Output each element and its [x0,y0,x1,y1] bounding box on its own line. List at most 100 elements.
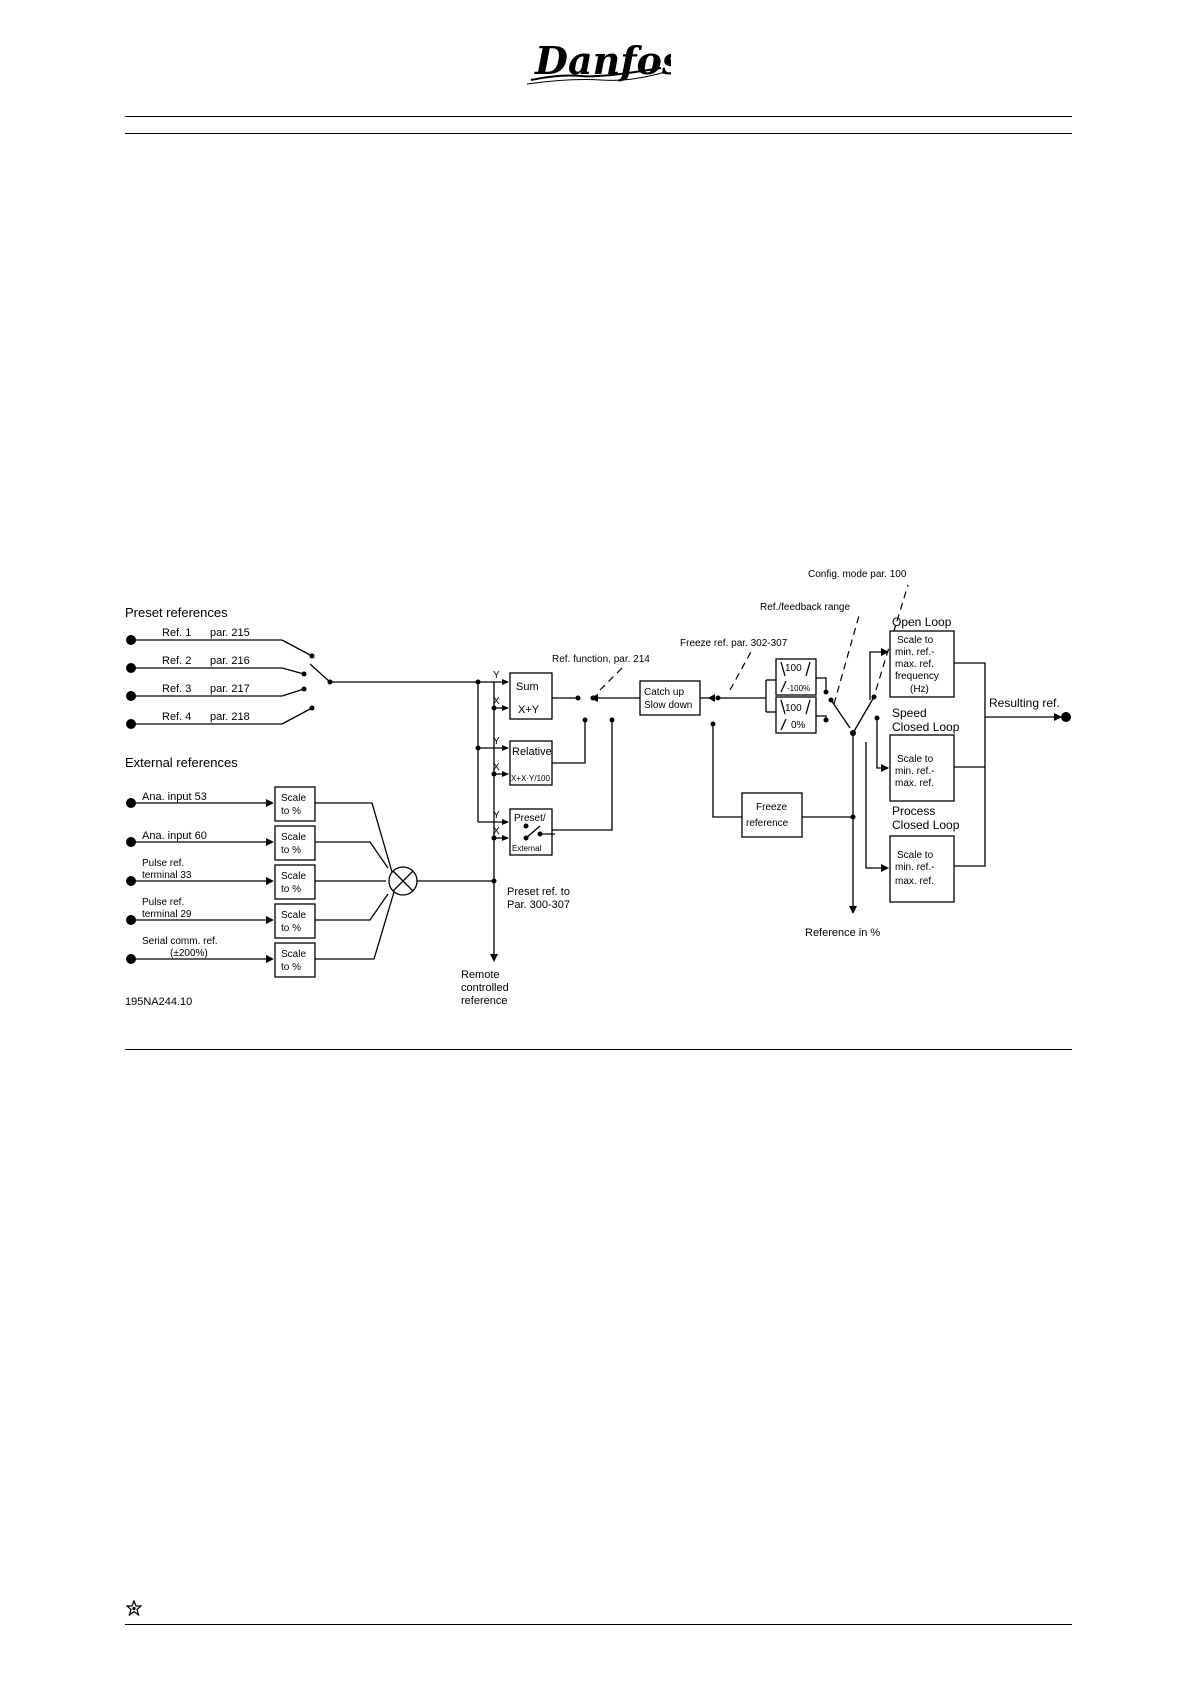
open-loop-block: Open Loop Scale to min. ref.- max. ref. … [889,615,955,698]
svg-text:X+Y: X+Y [518,704,540,716]
svg-text:Scale: Scale [281,832,306,843]
scale-to-junction-lines [315,802,395,960]
svg-text:Ref. 1: Ref. 1 [162,627,191,639]
freeze-reference-block: Freeze reference [741,792,853,838]
svg-text:to %: to % [281,884,301,895]
svg-text:-100%: -100% [787,684,810,693]
external-input-pulse-29: Pulse ref. terminal 29 [126,897,274,925]
scale-box-5: Scale to % [274,942,316,978]
remote-label-3: reference [461,995,507,1007]
svg-text:Sum: Sum [516,681,539,693]
svg-text:Scale to: Scale to [897,754,934,765]
preset-ref-to-label-1: Preset ref. to [507,886,570,898]
preset-ref-3: Ref. 3 par. 217 [126,683,307,701]
svg-text:Slow down: Slow down [644,700,692,711]
loop-feeds [865,648,889,872]
range-boxes: 100 -100% 100 0% [765,658,829,734]
svg-text:100: 100 [785,703,802,714]
svg-text:External: External [512,844,542,853]
speed-closed-loop-block: Speed Closed Loop Scale to min. ref.- ma… [889,706,960,802]
svg-text:min. ref.-: min. ref.- [895,862,934,873]
svg-text:Closed Loop: Closed Loop [892,818,960,832]
remote-label-1: Remote [461,969,500,981]
svg-text:min. ref.-: min. ref.- [895,766,934,777]
svg-text:Serial comm. ref.: Serial comm. ref. [142,936,218,947]
preset-references-title: Preset references [125,605,228,620]
svg-text:reference: reference [746,818,789,829]
footer-rule [125,1624,1072,1625]
svg-text:Preset/: Preset/ [514,813,546,824]
remote-label-2: controlled [461,982,509,994]
svg-text:X: X [493,762,500,773]
svg-text:par. 216: par. 216 [210,655,250,667]
preset-ref-1: Ref. 1 par. 215 [126,627,315,659]
svg-text:Pulse ref.: Pulse ref. [142,858,184,869]
preset-external-block: Y X Preset/ External [478,717,615,856]
external-input-60: Ana. input 60 [126,830,274,847]
svg-text:X+X·Y/100: X+X·Y/100 [511,774,550,783]
scale-box-3: Scale to % [274,864,316,900]
svg-text:par. 215: par. 215 [210,627,250,639]
svg-text:Freeze ref. par. 302-307: Freeze ref. par. 302-307 [680,638,788,649]
external-input-pulse-33: Pulse ref. terminal 33 [126,858,274,886]
svg-text:Relative: Relative [512,746,552,758]
preset-ref-4: Ref. 4 par. 218 [126,705,315,729]
catch-up-slow-down-block: Catch up Slow down [639,680,701,716]
svg-text:terminal 29: terminal 29 [142,909,192,920]
svg-text:max. ref.: max. ref. [895,876,934,887]
preset-ref-2: Ref. 2 par. 216 [126,655,307,677]
drawing-id: 195NA244.10 [125,996,192,1008]
svg-text:Ref. 3: Ref. 3 [162,683,191,695]
svg-text:Ref. 2: Ref. 2 [162,655,191,667]
scale-box-4: Scale to % [274,903,316,939]
summing-junction [388,866,418,896]
svg-text:Y: Y [493,670,500,681]
svg-text:Reference in %: Reference in % [805,927,880,939]
svg-text:Freeze: Freeze [756,802,788,813]
svg-text:Speed: Speed [892,706,927,720]
external-references-title: External references [125,755,238,770]
svg-text:Ref. function, par. 214: Ref. function, par. 214 [552,654,650,665]
svg-text:Scale: Scale [281,793,306,804]
svg-text:terminal 33: terminal 33 [142,870,192,881]
preset-ref-to-label-2: Par. 300-307 [507,899,570,911]
svg-text:to %: to % [281,923,301,934]
svg-text:par. 217: par. 217 [210,683,250,695]
svg-text:min. ref.-: min. ref.- [895,647,934,658]
svg-text:Process: Process [892,804,935,818]
resulting-ref-output: Resulting ref. [954,662,1071,867]
preset-selector-switch [309,663,481,685]
svg-text:X: X [493,696,500,707]
process-closed-loop-block: Process Closed Loop Scale to min. ref.- … [889,804,960,903]
svg-text:Resulting ref.: Resulting ref. [989,696,1060,710]
freeze-switch: Freeze ref. par. 302-307 [680,638,788,818]
range-selector-switch: Ref./feedback range [760,602,861,729]
svg-text:Scale to: Scale to [897,850,934,861]
relative-block: Y X Relative X+X·Y/100 [478,717,588,786]
svg-text:X: X [493,826,500,837]
svg-text:Scale: Scale [281,871,306,882]
svg-text:Ref./feedback range: Ref./feedback range [760,602,850,613]
svg-text:to %: to % [281,962,301,973]
svg-text:Y: Y [493,810,500,821]
svg-text:0%: 0% [791,720,806,731]
svg-text:to %: to % [281,806,301,817]
scale-box-1: Scale to % [274,786,316,822]
svg-text:max. ref.: max. ref. [895,659,934,670]
svg-text:Ref. 4: Ref. 4 [162,711,191,723]
scale-box-2: Scale to % [274,825,316,861]
svg-text:Scale to: Scale to [897,635,934,646]
svg-text:par. 218: par. 218 [210,711,250,723]
external-input-53: Ana. input 53 [126,791,274,808]
header-rule-top [125,116,1072,117]
svg-text:Scale: Scale [281,910,306,921]
svg-text:Open Loop: Open Loop [892,615,952,629]
config-mode-switch: Config. mode par. 100 Reference in % [805,569,909,939]
sum-block: Y X Sum X+Y [478,670,581,720]
svg-text:to %: to % [281,845,301,856]
svg-text:Config. mode par. 100: Config. mode par. 100 [808,569,907,580]
svg-text:Y: Y [493,736,500,747]
svg-text:frequency: frequency [895,671,939,682]
header-rule-bottom [125,133,1072,134]
